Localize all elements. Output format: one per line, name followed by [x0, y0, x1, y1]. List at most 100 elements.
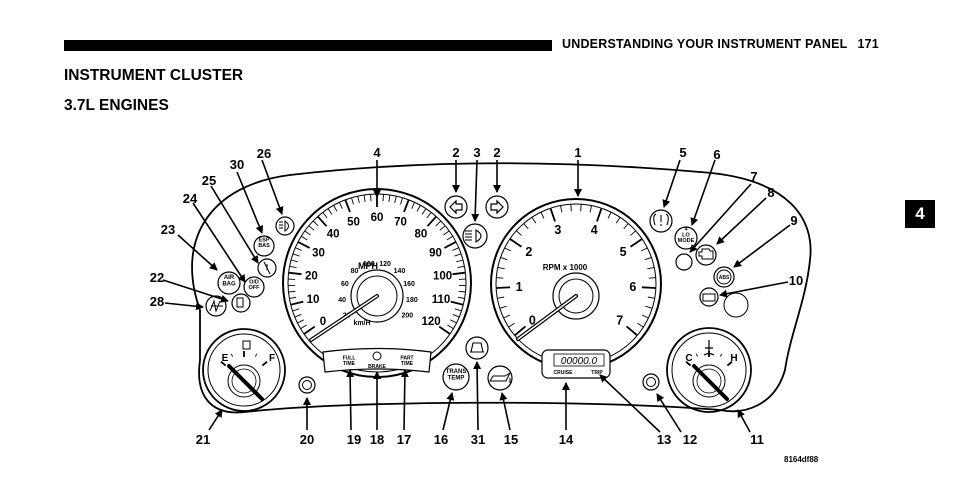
speedometer-tick [357, 195, 360, 204]
callout-26: 26 [257, 146, 271, 161]
mph-label: 80 [415, 229, 428, 241]
callout-9: 9 [790, 213, 797, 228]
kmh-label: 60 [341, 281, 349, 288]
cruise-indicator: CRUISE [554, 370, 574, 376]
speedometer-tick [292, 308, 300, 312]
callout-20: 20 [300, 432, 314, 447]
tachometer-tick [641, 286, 656, 289]
right-arrow-icon [490, 199, 504, 215]
callout-5: 5 [679, 145, 686, 160]
tachometer-tick [645, 305, 653, 309]
section-title: INSTRUMENT CLUSTER [64, 67, 244, 84]
speedometer-tick [290, 300, 304, 306]
battery-lamp [699, 287, 719, 307]
fuel-pump-small-icon [236, 297, 244, 308]
speedometer-tick [446, 235, 453, 241]
front-fog-lamp [675, 253, 693, 271]
rpm-label: 5 [620, 245, 627, 259]
odometer-reading: 00000.0 [561, 356, 598, 367]
speedometer-tick [363, 194, 366, 202]
rear-defrost-lamp [205, 295, 227, 317]
mph-label: 100 [433, 270, 452, 282]
speedometer-tick [382, 194, 384, 202]
rpm-label: 2 [525, 245, 532, 259]
fog-lamp-indicator [275, 216, 295, 236]
kmh-label: 140 [394, 268, 406, 275]
speedometer-tick [416, 205, 421, 212]
fuel-gauge-tick [261, 361, 268, 367]
callout-4: 4 [373, 145, 381, 160]
speedometer-tick [288, 290, 296, 293]
odometer-reset-knob [298, 376, 316, 394]
tachometer-tick [504, 247, 512, 252]
turn-signal-right-lamp [485, 195, 509, 219]
header-rule [64, 40, 552, 51]
speedometer-tick [450, 300, 464, 306]
tachometer-tick [647, 296, 655, 299]
oil-pressure-lamp [487, 365, 513, 391]
engine-icon [698, 248, 714, 260]
speedometer-tick [438, 325, 451, 335]
tachometer-tick [647, 266, 655, 270]
tachometer-tick [497, 296, 505, 299]
kmh-label: 180 [406, 297, 418, 304]
temp-cold-label: C [685, 353, 692, 364]
callout-21: 21 [196, 432, 210, 447]
callout-24: 24 [183, 191, 198, 206]
fuel-needle [227, 364, 246, 383]
od-off-lamp [243, 276, 265, 298]
speedometer-tick [458, 290, 466, 293]
high-beam-icon [465, 229, 482, 243]
tachometer-tick [640, 247, 648, 252]
mph-label: 120 [422, 316, 441, 328]
speedometer-tick [344, 199, 351, 213]
fuel-gauge-tick [220, 361, 227, 367]
tachometer-tick [644, 256, 652, 261]
speedometer-tick [400, 197, 403, 205]
speedometer-tick [452, 247, 459, 251]
tachometer-tick [641, 314, 649, 319]
speedometer-tick [303, 325, 316, 335]
tach-unit: RPM x 1000 [543, 263, 588, 272]
tachometer-tick [630, 230, 636, 236]
coolant-temp-icon [703, 340, 715, 356]
speedometer-tick [454, 253, 462, 257]
speedometer-tick [297, 319, 304, 324]
speedometer-tick [403, 199, 410, 213]
trip-reset-knob [642, 373, 660, 391]
speedometer-tick [394, 195, 397, 204]
security-lamp [465, 336, 489, 360]
tachometer-tick [496, 277, 504, 279]
mph-label: 90 [429, 248, 442, 260]
callout-31: 31 [471, 432, 485, 447]
callout-numbers: 1 2 2 3 4 5 6 7 8 9 10 11 12 13 14 15 31… [150, 145, 803, 447]
speedometer-tick [370, 194, 372, 202]
high-beam-lamp [462, 223, 488, 249]
kmh-label: 80 [351, 268, 359, 275]
callout-leaders [162, 159, 791, 433]
indicator-lamps [205, 195, 735, 391]
temp-gauge-tick [726, 361, 733, 367]
speedometer-tick [457, 296, 465, 299]
turn-signal-left-lamp [444, 195, 468, 219]
speedometer-tick [301, 235, 308, 241]
callout-12: 12 [683, 432, 697, 447]
kmh-label: 40 [338, 297, 346, 304]
callout-16: 16 [434, 432, 448, 447]
mph-label: 110 [432, 294, 451, 306]
tachometer-tick [626, 325, 638, 337]
page-number: 171 [857, 37, 879, 51]
tachometer-tick [500, 256, 508, 261]
tachometer-tick [516, 230, 522, 236]
speedometer-tick [312, 220, 319, 227]
speedometer-tick [308, 225, 315, 231]
tachometer-tick [637, 322, 644, 328]
fuel-gauge-tick [254, 353, 258, 357]
callout-25: 25 [202, 173, 216, 188]
callout-7: 7 [750, 169, 757, 184]
kmh-label: 100 [363, 261, 375, 268]
tachometer-tick [560, 205, 563, 213]
